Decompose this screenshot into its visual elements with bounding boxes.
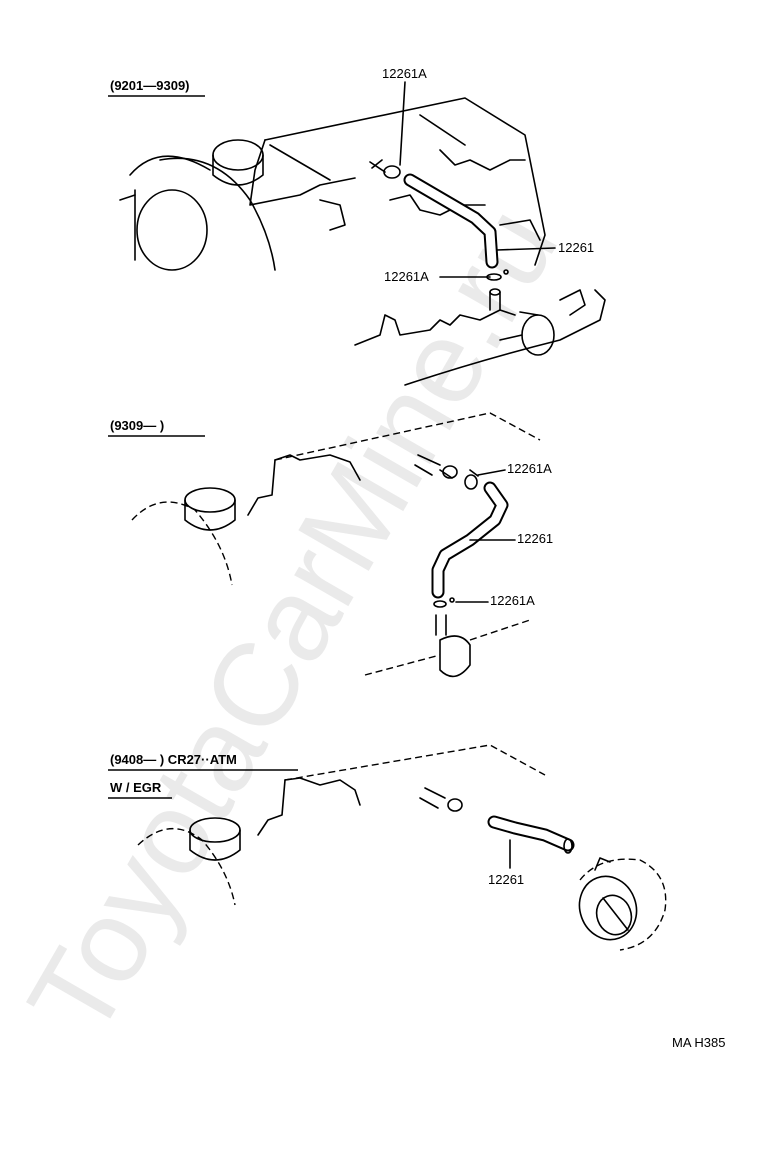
section-3-callout-1: 12261 (488, 872, 524, 887)
section-1-callout-1: 12261A (382, 66, 427, 81)
section-1-manifold (354, 288, 606, 386)
section-2-clip-lower (433, 597, 455, 608)
section-2-callout-3: 12261A (490, 593, 535, 608)
section-2-callout-2: 12261 (517, 531, 553, 546)
section-1-callout-2: 12261 (558, 240, 594, 255)
footer-code: MA H385 (672, 1035, 725, 1050)
section-3-header: (9408— ) CR27··ATM (110, 752, 237, 767)
section-2-clip-upper (464, 469, 479, 490)
section-3: (9408— ) CR27··ATM W / EGR (108, 744, 667, 951)
section-1-header: (9201—9309) (110, 78, 190, 93)
section-2: (9309— ) (108, 412, 553, 678)
section-1-clip-upper (369, 159, 401, 179)
section-3-turbo (578, 857, 667, 951)
section-3-engine-outline (137, 744, 546, 906)
section-2-engine-outline (131, 412, 541, 678)
section-3-subheader: W / EGR (110, 780, 162, 795)
section-2-header: (9309— ) (110, 418, 164, 433)
watermark: ToyotaCarMine.ru (3, 185, 583, 1058)
section-1-callout-3: 12261A (384, 269, 429, 284)
section-1-hose (403, 173, 499, 269)
section-2-callout-1: 12261A (507, 461, 552, 476)
section-1: (9201—9309) (108, 66, 606, 386)
section-1-engine-block (119, 97, 546, 271)
section-3-hose (487, 815, 575, 854)
